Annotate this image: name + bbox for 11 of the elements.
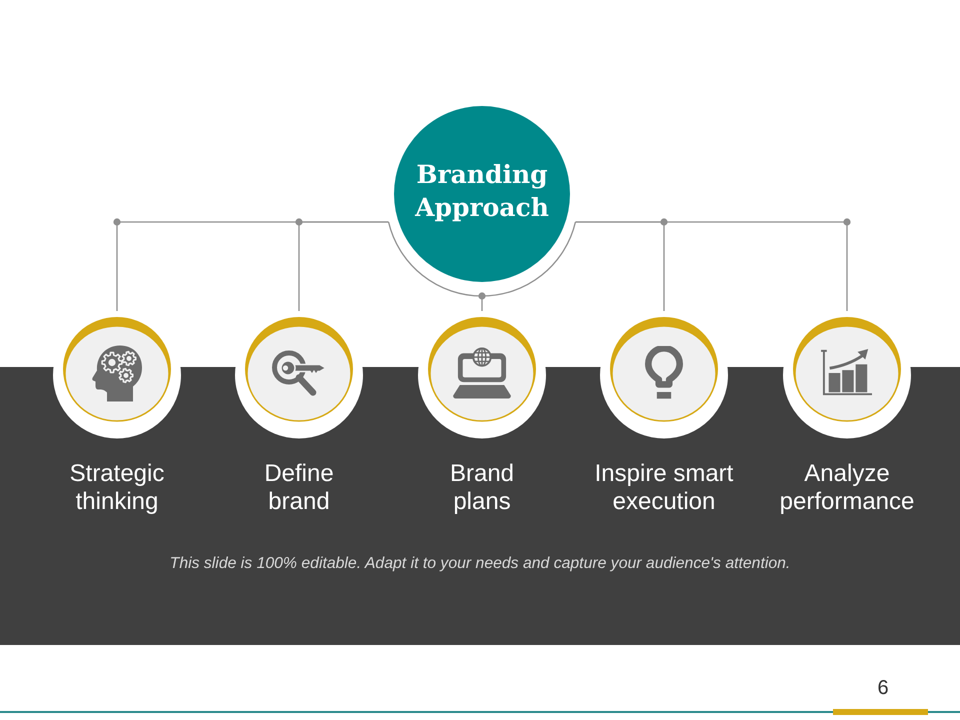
step-label: Brand plans — [448, 460, 516, 516]
step-label: Inspire smart execution — [594, 460, 734, 516]
page-number: 6 — [877, 676, 889, 700]
connector-line — [298, 221, 389, 311]
step-label: Analyze performance — [778, 460, 916, 516]
caption-text: This slide is 100% editable. Adapt it to your needs and capture your audience's attention. — [170, 554, 790, 573]
step-label: Define brand — [263, 460, 335, 516]
step-label: Strategic thinking — [68, 460, 166, 516]
hub-title: Branding Approach — [414, 159, 550, 224]
connector-line — [478, 292, 486, 311]
connector-line — [575, 221, 848, 311]
